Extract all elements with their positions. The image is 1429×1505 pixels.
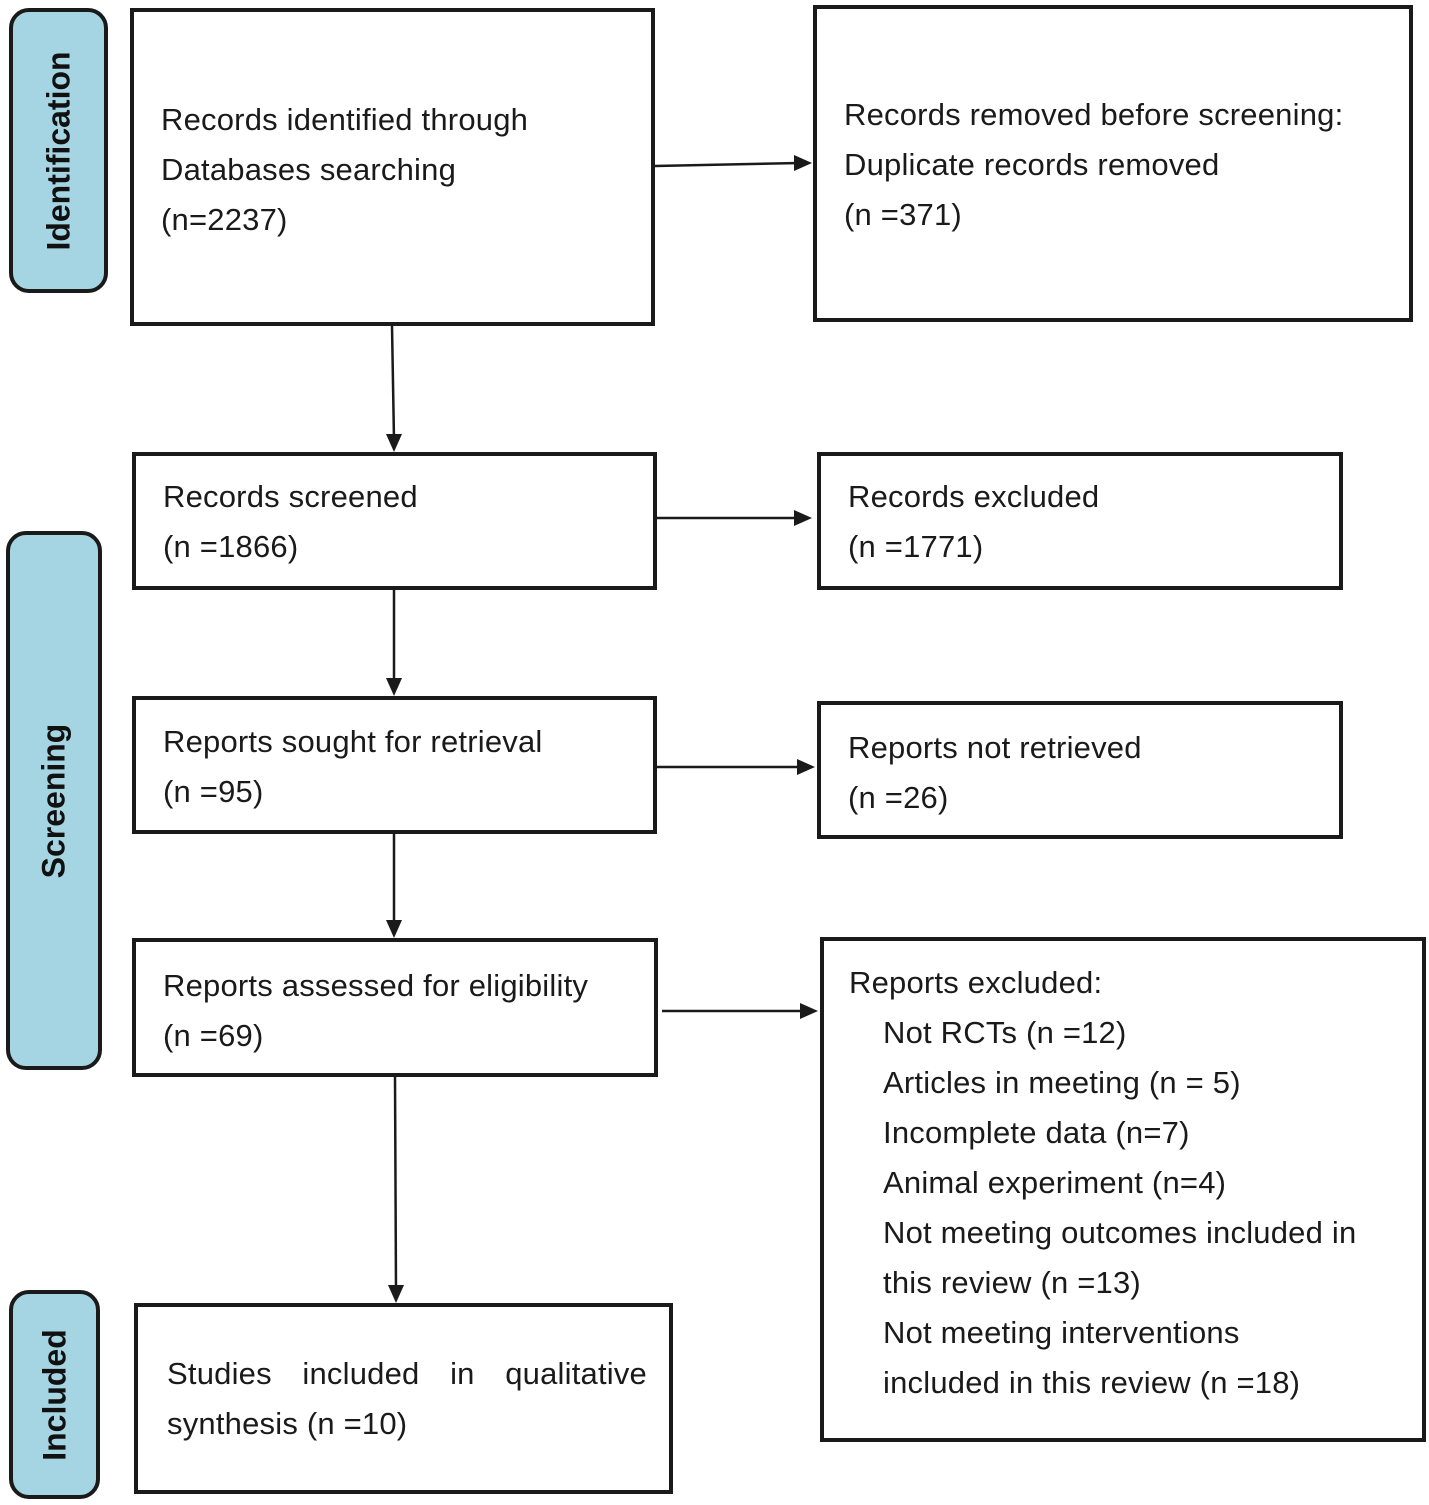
not-retrieved-count: (n =26) bbox=[848, 780, 949, 815]
removed-count: (n =371) bbox=[844, 197, 962, 232]
arrowhead bbox=[388, 1285, 404, 1303]
screened-line-1: Records screened bbox=[163, 479, 418, 514]
arrowhead bbox=[386, 678, 402, 696]
arrow-assessed-to-included bbox=[393, 1076, 398, 1292]
excluded-records-count: (n =1771) bbox=[848, 529, 984, 564]
removed-line-2: Duplicate records removed bbox=[844, 147, 1220, 182]
box-reports-excluded: Reports excluded: Not RCTs (n =12) Artic… bbox=[820, 937, 1426, 1442]
phase-identification: Identification bbox=[9, 8, 108, 293]
box-records-excluded: Records excluded (n =1771) bbox=[817, 452, 1343, 590]
arrowhead bbox=[797, 759, 815, 775]
included-line-1: Studies included in qualitative bbox=[167, 1349, 647, 1399]
included-line-2: synthesis (n =10) bbox=[167, 1406, 408, 1441]
included-word: included bbox=[302, 1356, 420, 1391]
reports-excluded-item: Articles in meeting (n = 5) bbox=[883, 1065, 1241, 1100]
reports-excluded-item: Not meeting outcomes included in bbox=[883, 1215, 1357, 1250]
arrow-identified-to-removed bbox=[654, 161, 801, 168]
box-records-removed: Records removed before screening: Duplic… bbox=[813, 5, 1413, 322]
box-records-identified: Records identified through Databases sea… bbox=[130, 8, 655, 326]
arrowhead bbox=[386, 434, 402, 452]
box-reports-not-retrieved: Reports not retrieved (n =26) bbox=[817, 701, 1343, 839]
phase-screening: Screening bbox=[6, 531, 102, 1070]
not-retrieved-line-1: Reports not retrieved bbox=[848, 730, 1142, 765]
arrowhead bbox=[386, 920, 402, 938]
identified-line-1: Records identified through bbox=[161, 102, 529, 137]
phase-included: Included bbox=[9, 1290, 100, 1499]
identified-count: (n=2237) bbox=[161, 202, 288, 237]
arrowhead bbox=[800, 1003, 818, 1019]
included-word: Studies bbox=[167, 1356, 272, 1391]
identified-line-2: Databases searching bbox=[161, 152, 457, 187]
assessed-line-1: Reports assessed for eligibility bbox=[163, 968, 589, 1003]
reports-excluded-heading: Reports excluded: bbox=[849, 965, 1103, 1000]
sought-count: (n =95) bbox=[163, 774, 264, 809]
reports-excluded-item: Not meeting interventions bbox=[883, 1315, 1240, 1350]
reports-excluded-item: included in this review (n =18) bbox=[883, 1365, 1301, 1400]
sought-line-1: Reports sought for retrieval bbox=[163, 724, 543, 759]
reports-excluded-item: Incomplete data (n=7) bbox=[883, 1115, 1190, 1150]
reports-excluded-item: Not RCTs (n =12) bbox=[883, 1015, 1127, 1050]
screened-count: (n =1866) bbox=[163, 529, 299, 564]
removed-line-1: Records removed before screening: bbox=[844, 97, 1344, 132]
included-word: qualitative bbox=[505, 1356, 647, 1391]
excluded-records-line-1: Records excluded bbox=[848, 479, 1100, 514]
arrow-identified-to-screened bbox=[390, 325, 396, 441]
box-reports-sought: Reports sought for retrieval (n =95) bbox=[132, 696, 657, 834]
box-records-screened: Records screened (n =1866) bbox=[132, 452, 657, 590]
arrowhead bbox=[794, 510, 812, 526]
included-word: in bbox=[450, 1356, 475, 1391]
box-reports-assessed: Reports assessed for eligibility (n =69) bbox=[132, 938, 658, 1077]
arrowhead bbox=[794, 155, 812, 171]
reports-excluded-item: this review (n =13) bbox=[883, 1265, 1141, 1300]
box-studies-included: Studies included in qualitative synthesi… bbox=[134, 1303, 673, 1494]
reports-excluded-item: Animal experiment (n=4) bbox=[883, 1165, 1227, 1200]
assessed-count: (n =69) bbox=[163, 1018, 264, 1053]
